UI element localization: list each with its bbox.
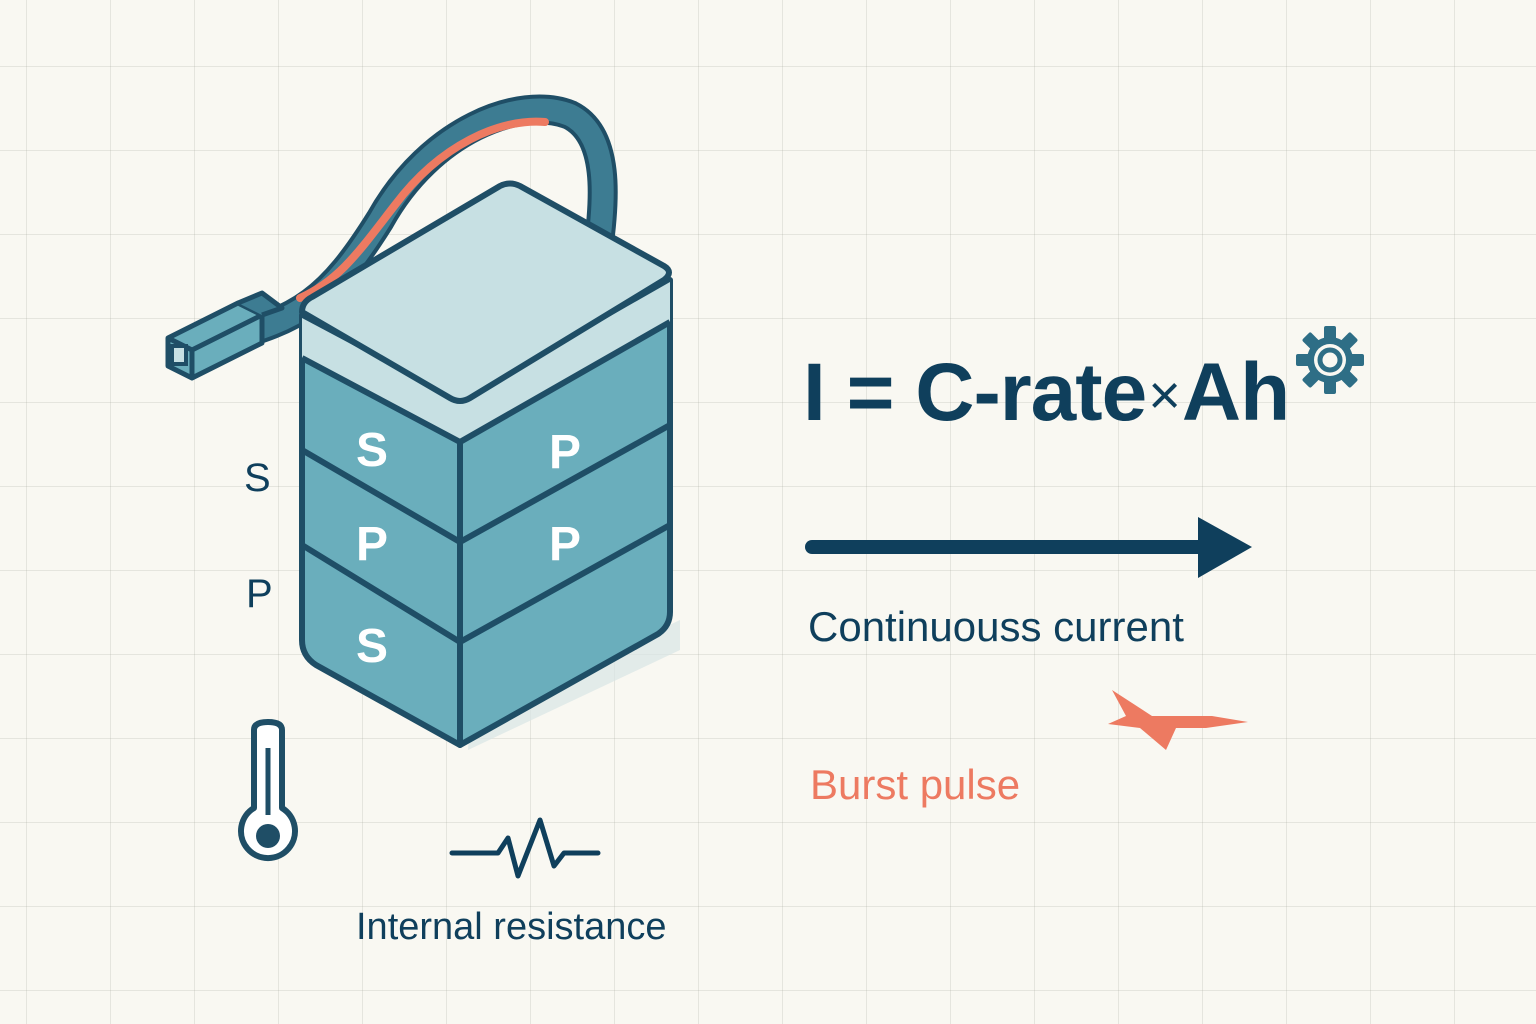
formula: I = C-rate×Ah bbox=[803, 352, 1290, 434]
connector-plug bbox=[165, 290, 285, 381]
battery-pack: S P S P P bbox=[299, 180, 680, 750]
thermometer-icon bbox=[238, 719, 298, 862]
pulse-wave-icon bbox=[449, 817, 601, 879]
formula-operator: × bbox=[1148, 363, 1181, 426]
front-cell-label: S bbox=[356, 424, 388, 477]
front-cell-label: P bbox=[356, 518, 388, 571]
burst-pulse-arrow bbox=[805, 690, 1248, 750]
continuous-current-arrow bbox=[805, 517, 1252, 578]
formula-term-ah: Ah bbox=[1181, 347, 1290, 438]
gear-icon bbox=[1296, 326, 1364, 394]
continuous-current-label: Continuouss current bbox=[808, 603, 1184, 650]
left-series-label: S bbox=[244, 456, 271, 500]
front-cell-label: S bbox=[356, 620, 388, 673]
formula-lhs: I = bbox=[803, 347, 894, 438]
left-parallel-label: P bbox=[246, 572, 273, 616]
formula-term-crate: C-rate bbox=[915, 347, 1147, 438]
side-cell-label: P bbox=[549, 426, 581, 479]
internal-resistance-label: Internal resistance bbox=[356, 906, 667, 948]
burst-pulse-label: Burst pulse bbox=[810, 761, 1021, 808]
side-cell-label: P bbox=[549, 518, 581, 571]
